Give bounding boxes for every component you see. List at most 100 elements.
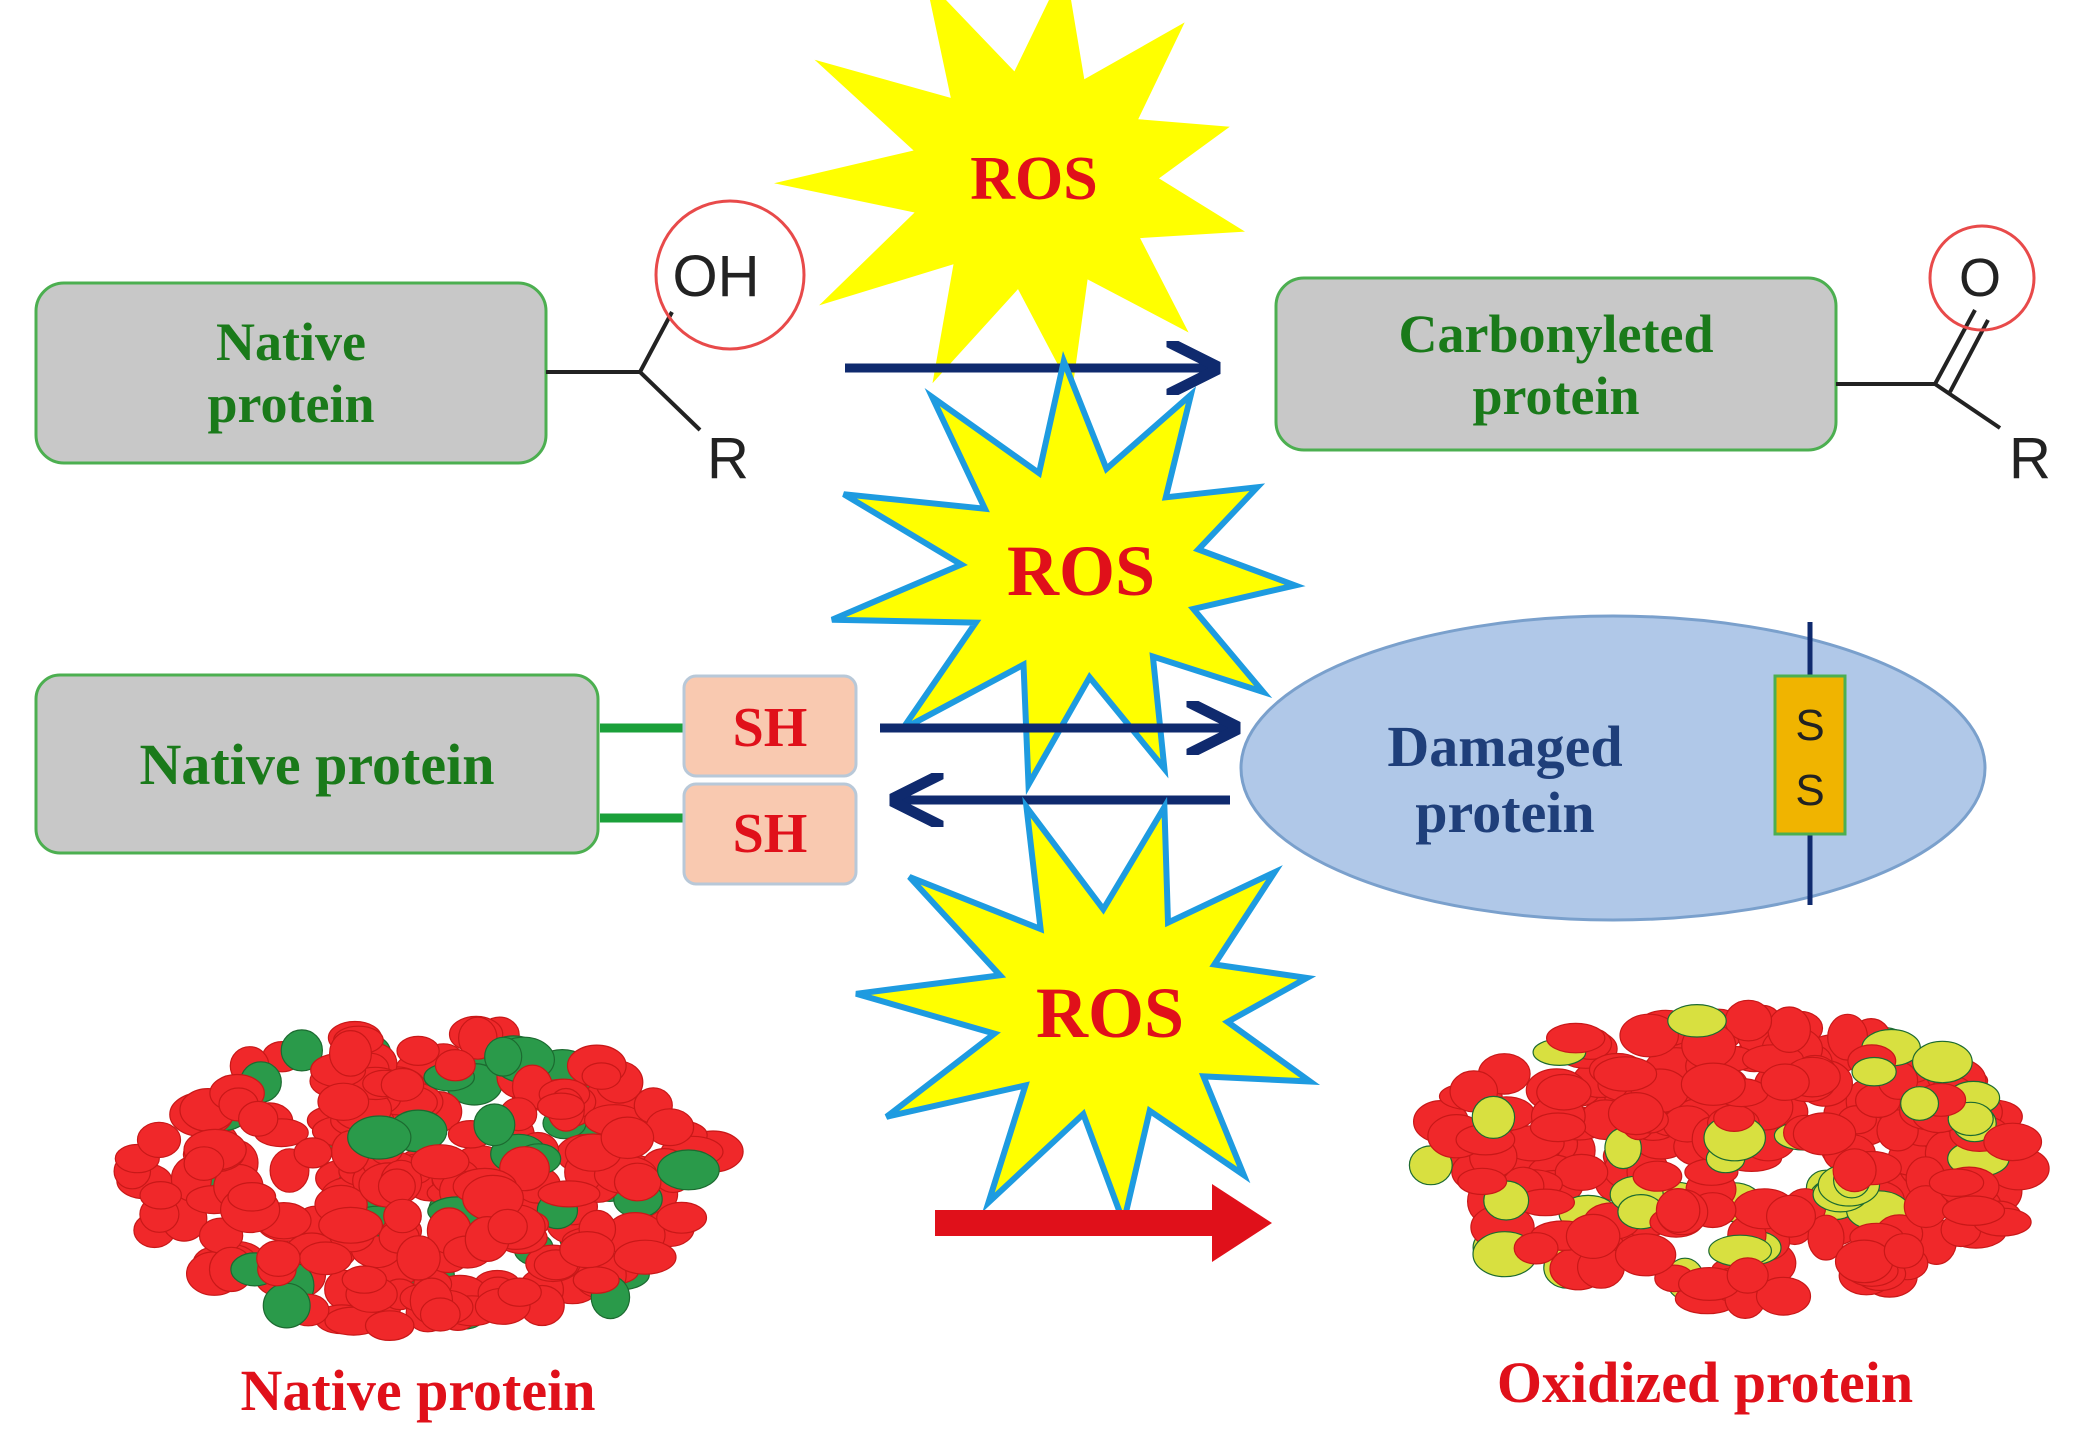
protein-residue [383, 1198, 422, 1234]
protein-residue [581, 1062, 622, 1090]
row2-damaged-label-line2: protein [1415, 780, 1594, 845]
protein-residue [419, 1297, 461, 1332]
protein-residue [1513, 1232, 1559, 1265]
protein-residue [318, 1206, 384, 1244]
row2-sh-bottom-box [682, 782, 858, 886]
protein-residue [1883, 1233, 1925, 1269]
protein-residue [341, 1265, 387, 1294]
protein-residue [227, 1182, 277, 1212]
protein-residue-highlighted [473, 1103, 516, 1147]
protein-residue [1767, 1006, 1812, 1053]
row1-ros-label: ROS [970, 145, 1097, 213]
protein-residue-highlighted [657, 1149, 720, 1191]
protein-residue-highlighted [1667, 1003, 1727, 1038]
protein-residue [1834, 1239, 1894, 1284]
row1-carbonyleted-label-line2: protein [1472, 366, 1639, 426]
protein-residue [600, 1116, 655, 1160]
protein-residue [1983, 1122, 2043, 1162]
protein-residue [1713, 1104, 1756, 1132]
row2-sh-bottom: SH [733, 803, 808, 865]
row3-native-label: Native protein [241, 1358, 596, 1423]
protein-residue [434, 1048, 476, 1082]
protein-residue [1607, 1091, 1664, 1136]
row3-ros-label: ROS [1036, 973, 1184, 1053]
protein-residue-highlighted [1911, 1040, 1973, 1084]
protein-residue-highlighted [262, 1282, 311, 1329]
protein-residue [377, 1168, 416, 1205]
row1-native-label-line1: Native [216, 312, 366, 372]
row1-highlight-circle [654, 199, 806, 351]
protein-residue [410, 1144, 470, 1180]
protein-residue [656, 1201, 708, 1234]
protein-residue [559, 1230, 616, 1269]
protein-residue [1726, 1257, 1769, 1294]
protein-residue [238, 1100, 279, 1137]
protein-residue [293, 1137, 333, 1169]
protein-residue [1755, 1276, 1812, 1316]
protein-residue [1941, 1195, 2006, 1226]
row1-carbonyl-structure: O R [1836, 224, 2051, 491]
row1-ros-burst: ROS [774, 0, 1245, 392]
row3-red-arrow [935, 1184, 1272, 1262]
protein-residue [572, 1266, 620, 1294]
row1-native-protein-box: Native protein [34, 281, 548, 465]
protein-residue [487, 1208, 528, 1245]
protein-residue [613, 1162, 662, 1202]
row1-carbonyl-group: O [1959, 248, 2001, 308]
row2-disulfide-box [1773, 674, 1847, 836]
row1-native-label-line2: protein [207, 374, 374, 434]
row2-thiol-groups: SH SH [600, 674, 858, 886]
protein-residue [396, 1235, 441, 1281]
row3-oxidized-label: Oxidized protein [1497, 1350, 1913, 1415]
row2-ros-burst: ROS [830, 351, 1306, 796]
protein-residue [1655, 1187, 1701, 1233]
protein-residue-highlighted [280, 1029, 323, 1072]
protein-residue-highlighted [347, 1115, 412, 1160]
row3-native-protein-cluster [113, 1015, 744, 1341]
row2-native-protein-box: Native protein [34, 673, 600, 855]
protein-residue [139, 1181, 183, 1210]
row1-carbonyleted-label-line1: Carbonyleted [1399, 304, 1714, 364]
protein-residue [317, 1082, 370, 1122]
protein-residue [1614, 1233, 1677, 1277]
protein-residue [1457, 1167, 1508, 1196]
protein-residue [136, 1121, 182, 1159]
protein-residue [613, 1239, 677, 1275]
row2-disulfide-bottom: S [1795, 766, 1824, 815]
protein-residue [1807, 1214, 1845, 1261]
protein-residue [299, 1241, 353, 1276]
row2-disulfide-top: S [1795, 701, 1824, 750]
row1-hydroxyl-group: OH [673, 244, 760, 309]
protein-residue [364, 1310, 415, 1341]
protein-residue [1632, 1160, 1683, 1192]
protein-residue-highlighted [1851, 1056, 1897, 1087]
row2-ros-label: ROS [1007, 531, 1155, 611]
row2-native-label: Native protein [140, 732, 495, 797]
protein-residue-highlighted [1471, 1095, 1516, 1140]
protein-residue [1832, 1148, 1877, 1193]
row1-carbonyleted-protein-box: Carbonyleted protein [1274, 276, 1838, 452]
protein-residue [1536, 1073, 1592, 1111]
protein-residue [396, 1035, 440, 1067]
protein-residue [1619, 1013, 1680, 1058]
protein-residue [536, 1092, 585, 1120]
row1-right-r-group: R [2009, 426, 2051, 491]
protein-residue [1765, 1194, 1816, 1238]
row2-sh-top: SH [733, 697, 808, 759]
protein-residue [1760, 1063, 1810, 1102]
protein-residue [1529, 1112, 1587, 1143]
protein-residue [1565, 1213, 1621, 1260]
protein-residue [537, 1180, 601, 1208]
protein-residue [380, 1067, 425, 1102]
row2-damaged-protein: Damaged protein S S [1239, 614, 1987, 922]
row3-oxidized-protein-cluster [1408, 999, 2050, 1319]
protein-residue [183, 1146, 225, 1181]
row1-left-r-group: R [707, 426, 749, 491]
row1-hydroxyl-structure: OH R [546, 199, 806, 491]
protein-residue [1792, 1112, 1857, 1156]
protein-residue [1545, 1022, 1606, 1054]
row2-damaged-label-line1: Damaged [1387, 714, 1622, 779]
protein-residue [1554, 1153, 1609, 1192]
protein-residue [1680, 1062, 1746, 1106]
